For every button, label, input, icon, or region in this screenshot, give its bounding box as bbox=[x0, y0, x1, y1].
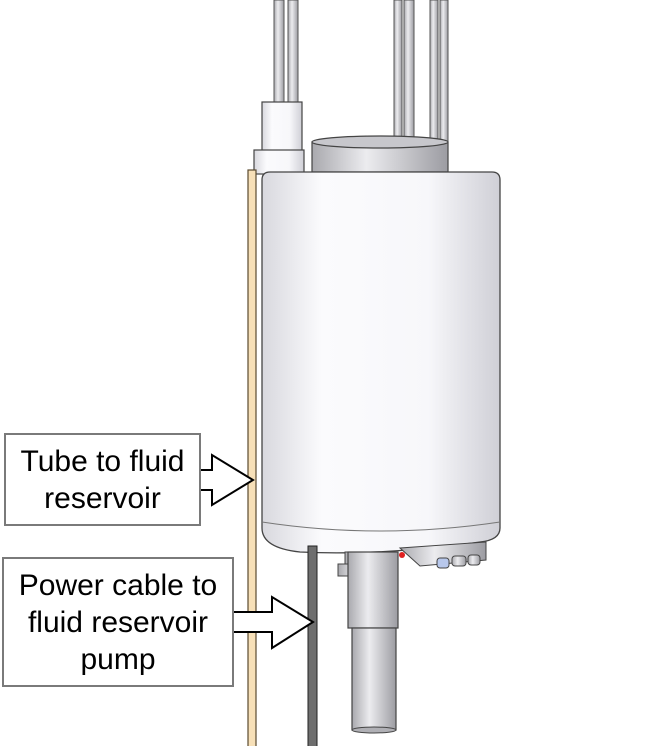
top-cap bbox=[311, 135, 449, 173]
power-cable-label: Power cable to fluid reservoir pump bbox=[2, 557, 234, 687]
tube-label: Tube to fluid reservoir bbox=[4, 433, 201, 526]
cable-pointer-arrow bbox=[231, 595, 315, 650]
indicator-light bbox=[399, 552, 405, 558]
mounting-bracket bbox=[253, 101, 305, 175]
power-cable bbox=[307, 545, 318, 746]
main-housing bbox=[261, 171, 501, 554]
bottom-connectors bbox=[398, 541, 487, 569]
outlet-nozzle bbox=[337, 551, 399, 734]
tube-pointer-arrow bbox=[198, 453, 255, 507]
fluid-tube bbox=[247, 169, 257, 746]
